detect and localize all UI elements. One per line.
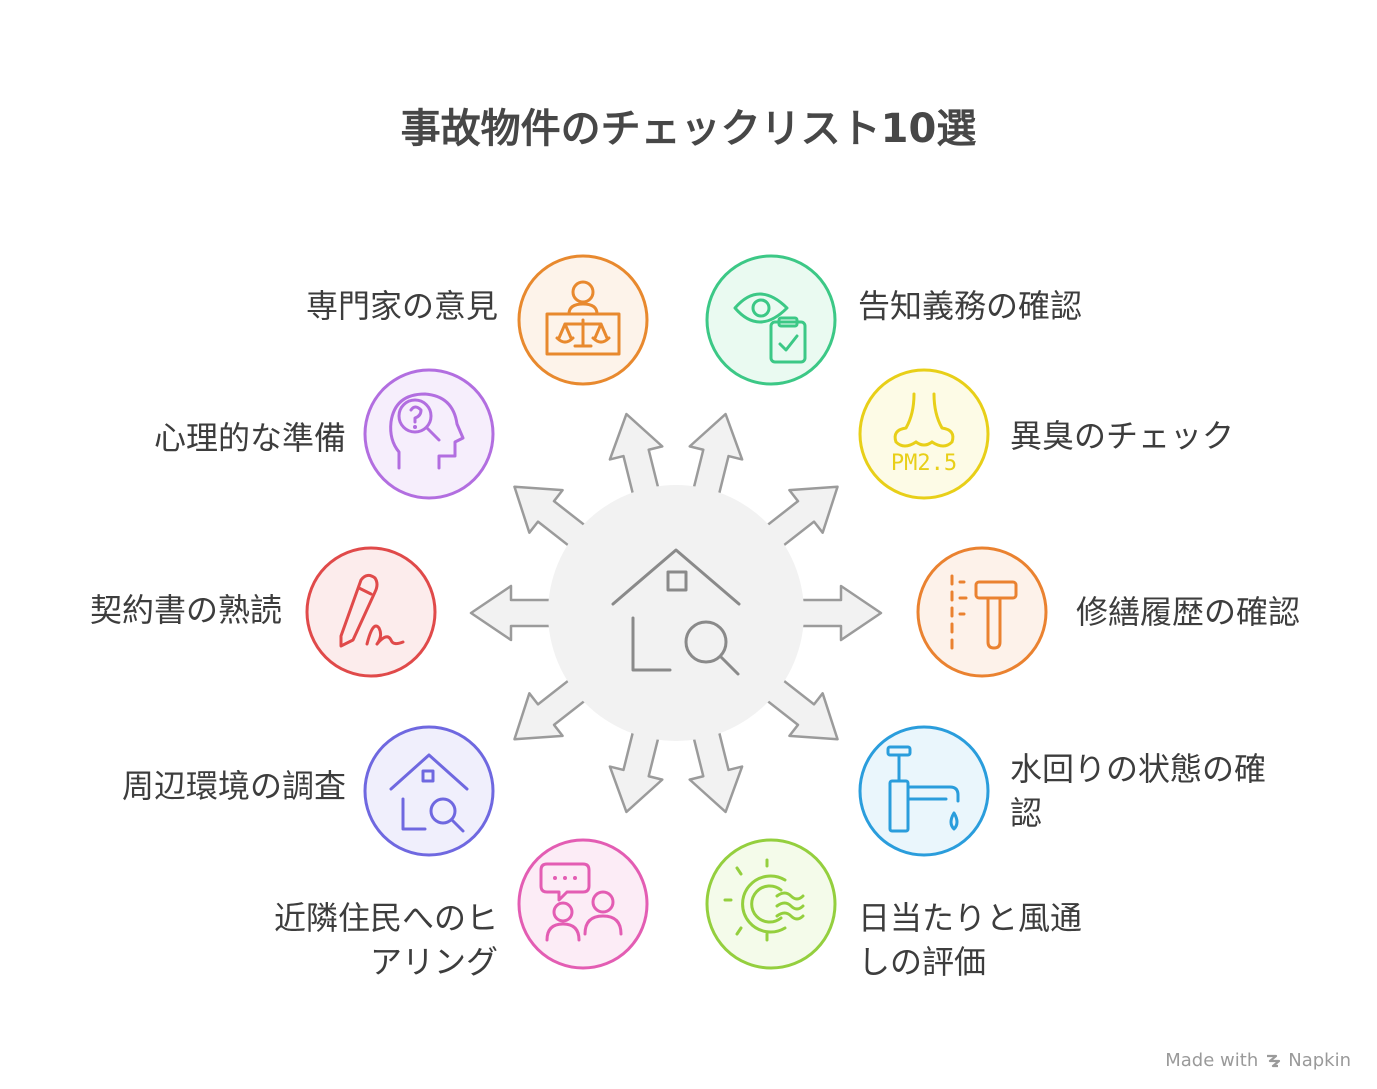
svg-text:PM2.5: PM2.5 [891,451,957,476]
page-title: 事故物件のチェックリスト10選 [400,106,977,152]
signature-icon [339,573,405,648]
checklist-item-badge [705,838,837,970]
checklist-item-badge: PM2.5 [858,368,990,500]
house-search-icon [389,753,469,833]
checklist-item-label: 心理的な準備 [153,419,346,457]
head-question-icon [389,392,465,470]
checklist-item-label: 水回りの状態の確 認 [1010,750,1267,832]
neighbors-chat-icon [539,862,623,942]
nose-pm25-icon: PM2.5 [891,392,957,476]
checklist-item-label: 告知義務の確認 [858,287,1083,325]
sun-wind-icon [723,858,805,942]
checklist-item-label: 周辺環境の調査 [121,767,346,805]
hub-circle [548,485,804,741]
footer-text: Made with [1165,1050,1259,1071]
napkin-logo-icon [1267,1054,1281,1067]
checklist-item-label: 契約書の熟読 [89,591,282,629]
checklist-item-badge [363,368,495,500]
expert-judge-icon [545,280,621,356]
checklist-item-label: 専門家の意見 [305,287,498,325]
eye-clipboard-icon [733,292,807,364]
checklist-item-badge [363,725,495,857]
checklist-item-badge [858,725,990,857]
hammer-repair-icon [950,574,1018,650]
checklist-item-label: 異臭のチェック [1010,417,1235,455]
center-house-search-icon [611,548,741,676]
footer: Made with Napkin [1165,1050,1351,1071]
checklist-item-label: 修繕履歴の確認 [1076,593,1301,631]
center-hub [469,412,883,814]
faucet-icon [886,745,960,833]
checklist-item-label: 近隣住民へのヒ アリング [273,899,498,981]
checklist-item-label: 日当たりと風通 しの評価 [858,899,1083,981]
checklist-item-badge [305,546,437,678]
checklist-item-badge [705,254,837,386]
checklist-item-badge [517,254,649,386]
checklist-item-badge [517,838,649,970]
footer-brand: Napkin [1288,1050,1351,1071]
checklist-item-badge [916,546,1048,678]
